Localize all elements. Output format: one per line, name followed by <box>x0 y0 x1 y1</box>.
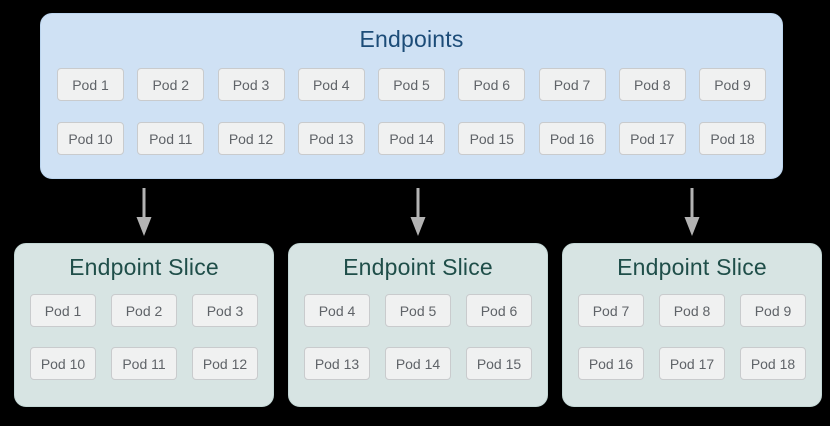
pod-box: Pod 15 <box>458 122 526 155</box>
endpoints-title: Endpoints <box>359 26 464 52</box>
slice-pod-row-2: Pod 10 Pod 11 Pod 12 <box>30 347 258 380</box>
pod-box: Pod 17 <box>618 122 686 155</box>
down-arrow-icon <box>410 188 426 236</box>
pod-box: Pod 15 <box>466 347 532 380</box>
pod-box: Pod 6 <box>466 294 532 327</box>
pod-box: Pod 16 <box>538 122 606 155</box>
slice-pod-row-1: Pod 1 Pod 2 Pod 3 <box>30 294 258 327</box>
pod-box: Pod 14 <box>385 347 451 380</box>
pod-box: Pod 16 <box>578 347 644 380</box>
endpoint-slice-box-3: Endpoint Slice Pod 7 Pod 8 Pod 9 Pod 16 … <box>562 243 822 407</box>
endpoints-box: Endpoints Pod 1 Pod 2 Pod 3 Pod 4 Pod 5 … <box>40 13 783 179</box>
slice-pod-row-1: Pod 7 Pod 8 Pod 9 <box>578 294 806 327</box>
pod-box: Pod 10 <box>30 347 96 380</box>
pod-box: Pod 13 <box>304 347 370 380</box>
pod-box: Pod 17 <box>659 347 725 380</box>
pod-box: Pod 5 <box>378 68 445 101</box>
pod-box: Pod 18 <box>699 122 766 155</box>
pod-box: Pod 6 <box>458 68 526 101</box>
slice-pod-row-2: Pod 13 Pod 14 Pod 15 <box>304 347 532 380</box>
pod-box: Pod 7 <box>538 68 606 101</box>
endpoint-slice-title: Endpoint Slice <box>617 254 767 280</box>
pod-box: Pod 3 <box>217 68 285 101</box>
pod-box: Pod 14 <box>378 122 445 155</box>
endpoint-slice-title: Endpoint Slice <box>343 254 493 280</box>
pod-box: Pod 13 <box>297 122 365 155</box>
endpoints-pod-row-1: Pod 1 Pod 2 Pod 3 Pod 4 Pod 5 Pod 6 Pod … <box>57 68 766 101</box>
endpoint-slice-title: Endpoint Slice <box>69 254 219 280</box>
pod-box: Pod 3 <box>192 294 258 327</box>
pod-box: Pod 1 <box>30 294 96 327</box>
endpoint-slice-box-1: Endpoint Slice Pod 1 Pod 2 Pod 3 Pod 10 … <box>14 243 274 407</box>
pod-box: Pod 10 <box>57 122 124 155</box>
pod-box: Pod 5 <box>385 294 451 327</box>
down-arrow-icon <box>684 188 700 236</box>
pod-box: Pod 9 <box>740 294 806 327</box>
pod-box: Pod 11 <box>111 347 177 380</box>
pod-box: Pod 8 <box>659 294 725 327</box>
endpoint-slice-box-2: Endpoint Slice Pod 4 Pod 5 Pod 6 Pod 13 … <box>288 243 548 407</box>
pod-box: Pod 12 <box>217 122 285 155</box>
down-arrow-icon <box>136 188 152 236</box>
slice-pod-row-2: Pod 16 Pod 17 Pod 18 <box>578 347 806 380</box>
pod-box: Pod 11 <box>137 122 205 155</box>
pod-box: Pod 4 <box>297 68 365 101</box>
pod-box: Pod 1 <box>57 68 124 101</box>
pod-box: Pod 4 <box>304 294 370 327</box>
endpoints-pod-row-2: Pod 10 Pod 11 Pod 12 Pod 13 Pod 14 Pod 1… <box>57 122 766 155</box>
pod-box: Pod 2 <box>111 294 177 327</box>
pod-box: Pod 2 <box>137 68 205 101</box>
pod-box: Pod 18 <box>740 347 806 380</box>
slice-pod-row-1: Pod 4 Pod 5 Pod 6 <box>304 294 532 327</box>
pod-box: Pod 7 <box>578 294 644 327</box>
pod-box: Pod 9 <box>699 68 766 101</box>
pod-box: Pod 12 <box>192 347 258 380</box>
pod-box: Pod 8 <box>618 68 686 101</box>
